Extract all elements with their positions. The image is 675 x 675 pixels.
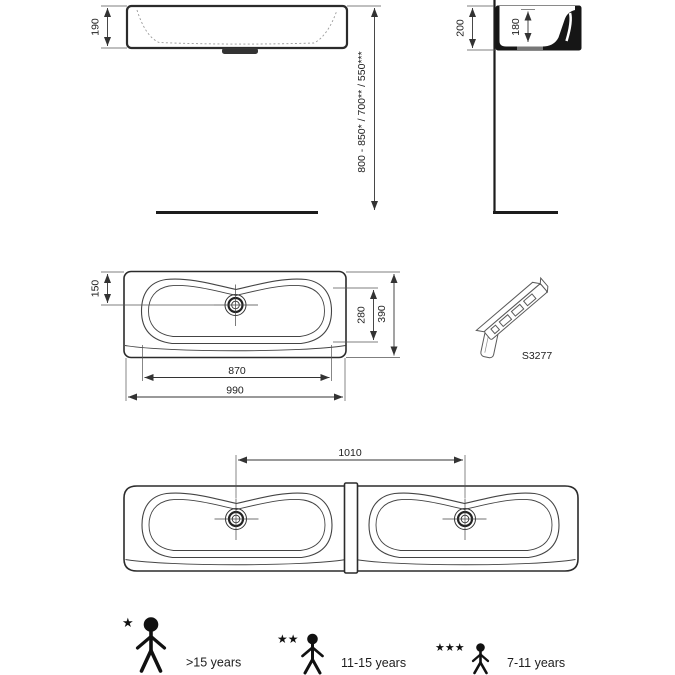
plan-view: 150 280 390 870 990 [90, 270, 400, 401]
dim-label-150: 150 [90, 280, 102, 298]
basin-section-bowl [499, 6, 575, 47]
overflow-channel [565, 12, 572, 42]
legend-item-child: ★★★ 7-11 years [435, 641, 565, 675]
dim-label-180: 180 [510, 18, 522, 36]
dim-label-190: 190 [90, 18, 102, 36]
right-basin-outline [356, 485, 579, 572]
adult-person-icon [135, 617, 167, 673]
side-section-view: 200 180 [455, 0, 582, 214]
dim-label-280: 280 [356, 306, 368, 324]
one-star-icon: ★ [122, 616, 134, 631]
basin-hidden-contour [136, 9, 338, 45]
drain-outlet-side [517, 46, 543, 50]
basin-plan-outline [123, 270, 347, 359]
three-stars-icon: ★★★ [435, 641, 465, 654]
bracket-code-label: S3277 [522, 350, 553, 362]
age-legend: ★ >15 years ★★ 11-15 years ★★★ [122, 616, 565, 675]
child-person-icon [471, 643, 490, 675]
center-connector [343, 482, 359, 574]
adult-age-label: >15 years [186, 656, 241, 670]
legend-item-teen: ★★ 11-15 years [277, 632, 406, 675]
legend-item-adult: ★ >15 years [122, 616, 241, 673]
dim-label-install-height: 800 - 850* / 700** / 550*** [356, 51, 368, 172]
teen-person-icon [301, 633, 324, 675]
basin-front-outline [125, 4, 349, 50]
left-basin-outline [123, 485, 346, 572]
drain-outlet-front [222, 48, 258, 54]
teen-age-label: 11-15 years [341, 656, 406, 670]
dim-label-990: 990 [226, 385, 244, 397]
dim-label-200: 200 [455, 19, 467, 37]
child-age-label: 7-11 years [507, 656, 565, 670]
dim-label-1010: 1010 [338, 447, 362, 459]
dim-label-870: 870 [228, 365, 246, 377]
two-stars-icon: ★★ [277, 632, 299, 646]
bracket-icon: S3277 [475, 276, 553, 362]
dim-label-390: 390 [376, 305, 388, 323]
double-plan-view: 1010 [123, 447, 579, 574]
front-view: 190 800 - 850* / 700** / 550*** [90, 4, 381, 214]
